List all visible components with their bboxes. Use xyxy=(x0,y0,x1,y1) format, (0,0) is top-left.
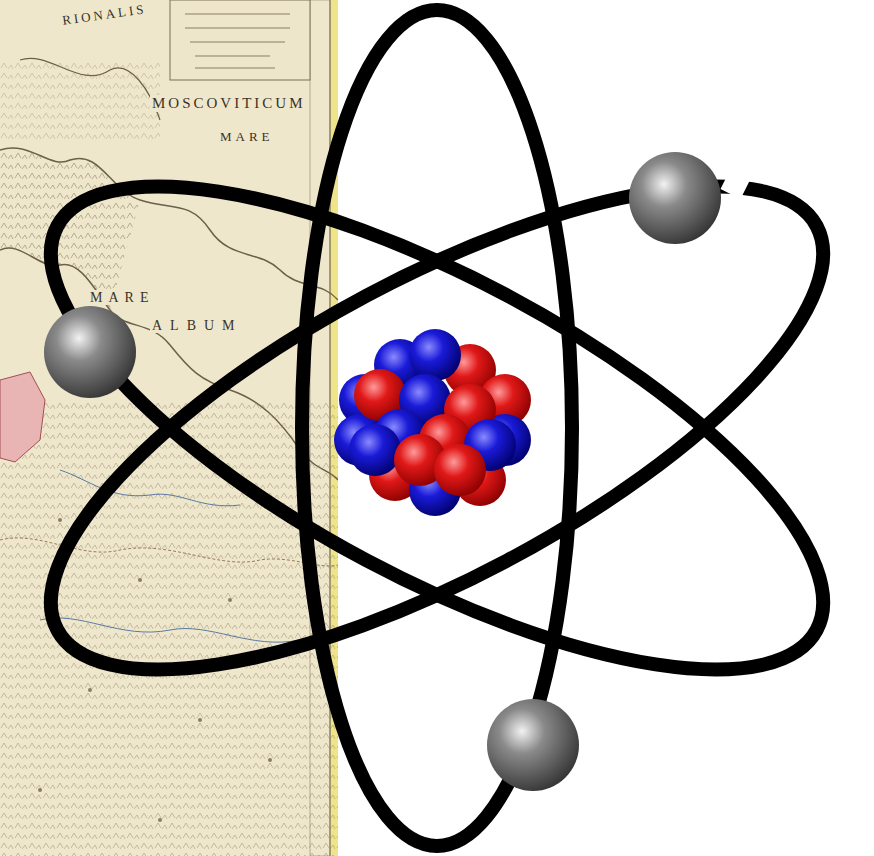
nucleon xyxy=(434,444,486,496)
orbits xyxy=(0,10,874,846)
map-label: ALBUM xyxy=(150,318,245,333)
electrons xyxy=(44,152,721,791)
map-label: MOSCOVITICUM xyxy=(150,95,308,112)
map-label: MARE xyxy=(218,130,276,144)
nucleon xyxy=(349,424,401,476)
nucleus xyxy=(334,329,531,516)
nucleon xyxy=(409,329,461,381)
map-label: MARE xyxy=(88,290,156,305)
